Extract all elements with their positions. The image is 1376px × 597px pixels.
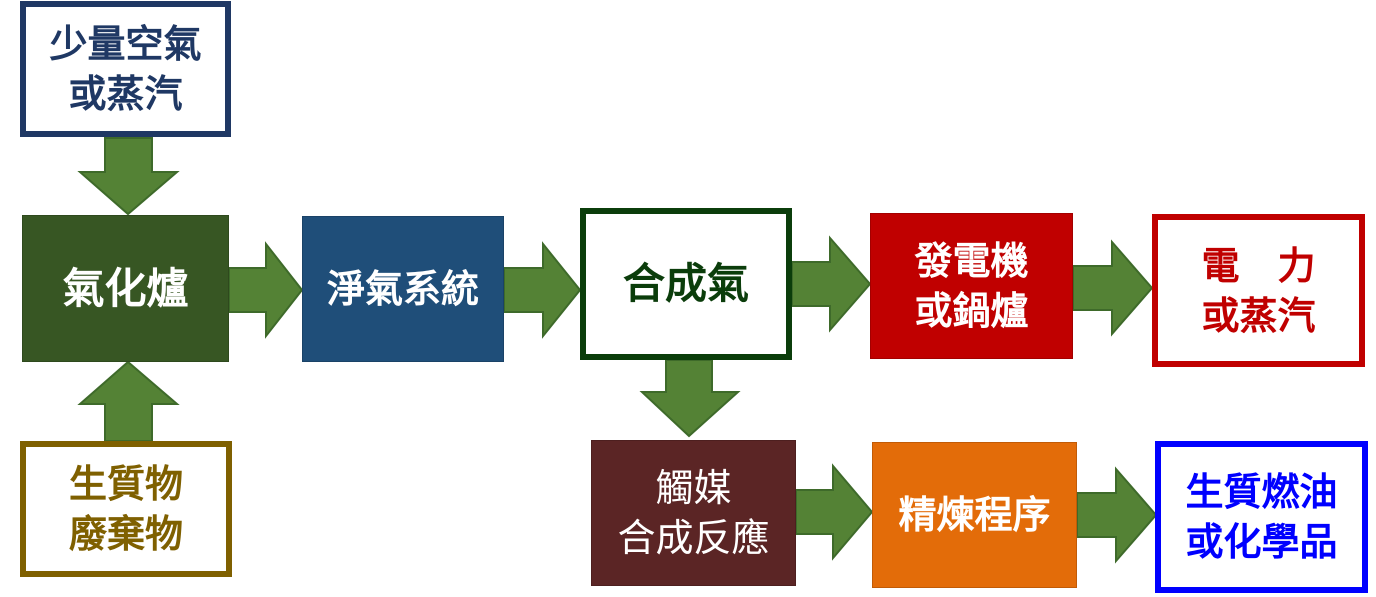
arrow-purification-to-syngas [503, 241, 582, 339]
arrow-biomass-to-gasifier [77, 360, 180, 442]
node-gasifier: 氣化爐 [22, 215, 229, 362]
node-generator-line1: 發電機 [914, 239, 1029, 283]
arrow-generator-to-power [1072, 239, 1154, 337]
arrow-refining-to-fuel [1076, 466, 1158, 564]
node-power-line2: 或蒸汽 [1201, 293, 1316, 338]
node-catalytic-line1: 觸媒 [655, 466, 732, 510]
node-purification: 淨氣系統 [302, 216, 504, 362]
arrow-gasifier-to-purification [228, 241, 304, 339]
node-air-steam: 少量空氣 或蒸汽 [20, 1, 231, 137]
node-biomass-line1: 生質物 [68, 462, 183, 506]
arrow-air-to-gasifier [77, 137, 180, 216]
node-catalytic: 觸媒 合成反應 [591, 440, 796, 586]
node-power-line1: 電 力 [1201, 243, 1316, 288]
node-fuel-line2: 或化學品 [1185, 520, 1338, 564]
node-catalytic-line2: 合成反應 [617, 516, 770, 560]
node-syngas-label: 合成氣 [622, 259, 749, 308]
node-fuel-line1: 生質燃油 [1185, 470, 1338, 514]
arrow-catalytic-to-refining [795, 463, 874, 561]
node-refining: 精煉程序 [872, 442, 1077, 588]
arrow-syngas-to-generator [791, 235, 872, 333]
node-syngas: 合成氣 [580, 208, 792, 360]
node-air-steam-line2: 或蒸汽 [68, 72, 183, 116]
node-biomass-line2: 廢棄物 [68, 512, 183, 556]
node-refining-label: 精煉程序 [898, 493, 1051, 537]
node-biomass: 生質物 廢棄物 [20, 441, 232, 577]
node-air-steam-line1: 少量空氣 [49, 22, 202, 66]
node-gasifier-label: 氣化爐 [62, 263, 189, 313]
node-generator-line2: 或鍋爐 [914, 289, 1029, 333]
node-purification-label: 淨氣系統 [326, 267, 479, 311]
node-fuel: 生質燃油 或化學品 [1155, 441, 1368, 593]
node-generator: 發電機 或鍋爐 [870, 213, 1073, 359]
arrow-syngas-to-catalytic [639, 359, 741, 438]
node-power: 電 力 或蒸汽 [1152, 214, 1365, 367]
